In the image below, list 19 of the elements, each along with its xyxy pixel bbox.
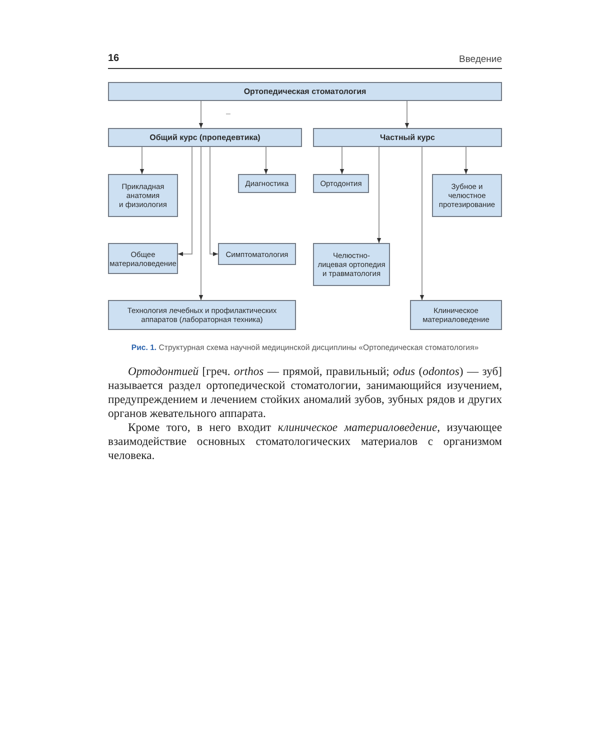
arrow (198, 100, 204, 128)
course-box: Общий курс (пропедевтика) (108, 128, 302, 147)
arrow (140, 146, 144, 174)
course-box: Частный курс (313, 128, 502, 147)
arrow (210, 146, 218, 256)
running-head: Введение (458, 54, 502, 65)
arrow (420, 146, 424, 300)
arrow (198, 146, 204, 300)
discipline-box: Ортопедическая стоматология (108, 82, 502, 101)
body-paragraph: Ортодонтией [греч. orthos — прямой, правильный; odus (odontos) — зуб] называется раздел ортопедической стоматологии, занимающийся изучением, предупреждением и лечением стойких аномалий зубов, зубных рядов и других органов жевательного аппарата. (108, 365, 502, 421)
dash-mark: – (226, 109, 230, 118)
page-number: 16 (108, 53, 120, 64)
arrow (178, 146, 192, 256)
arrow (264, 146, 268, 174)
arrow (376, 146, 382, 244)
arrow (340, 146, 344, 174)
arrow (404, 100, 410, 128)
body-paragraph: Кроме того, в него входит клиническое материаловедение, изучающее взаимодействие основных стоматологических материалов с организмом человека. (108, 421, 502, 463)
arrow (464, 146, 468, 174)
